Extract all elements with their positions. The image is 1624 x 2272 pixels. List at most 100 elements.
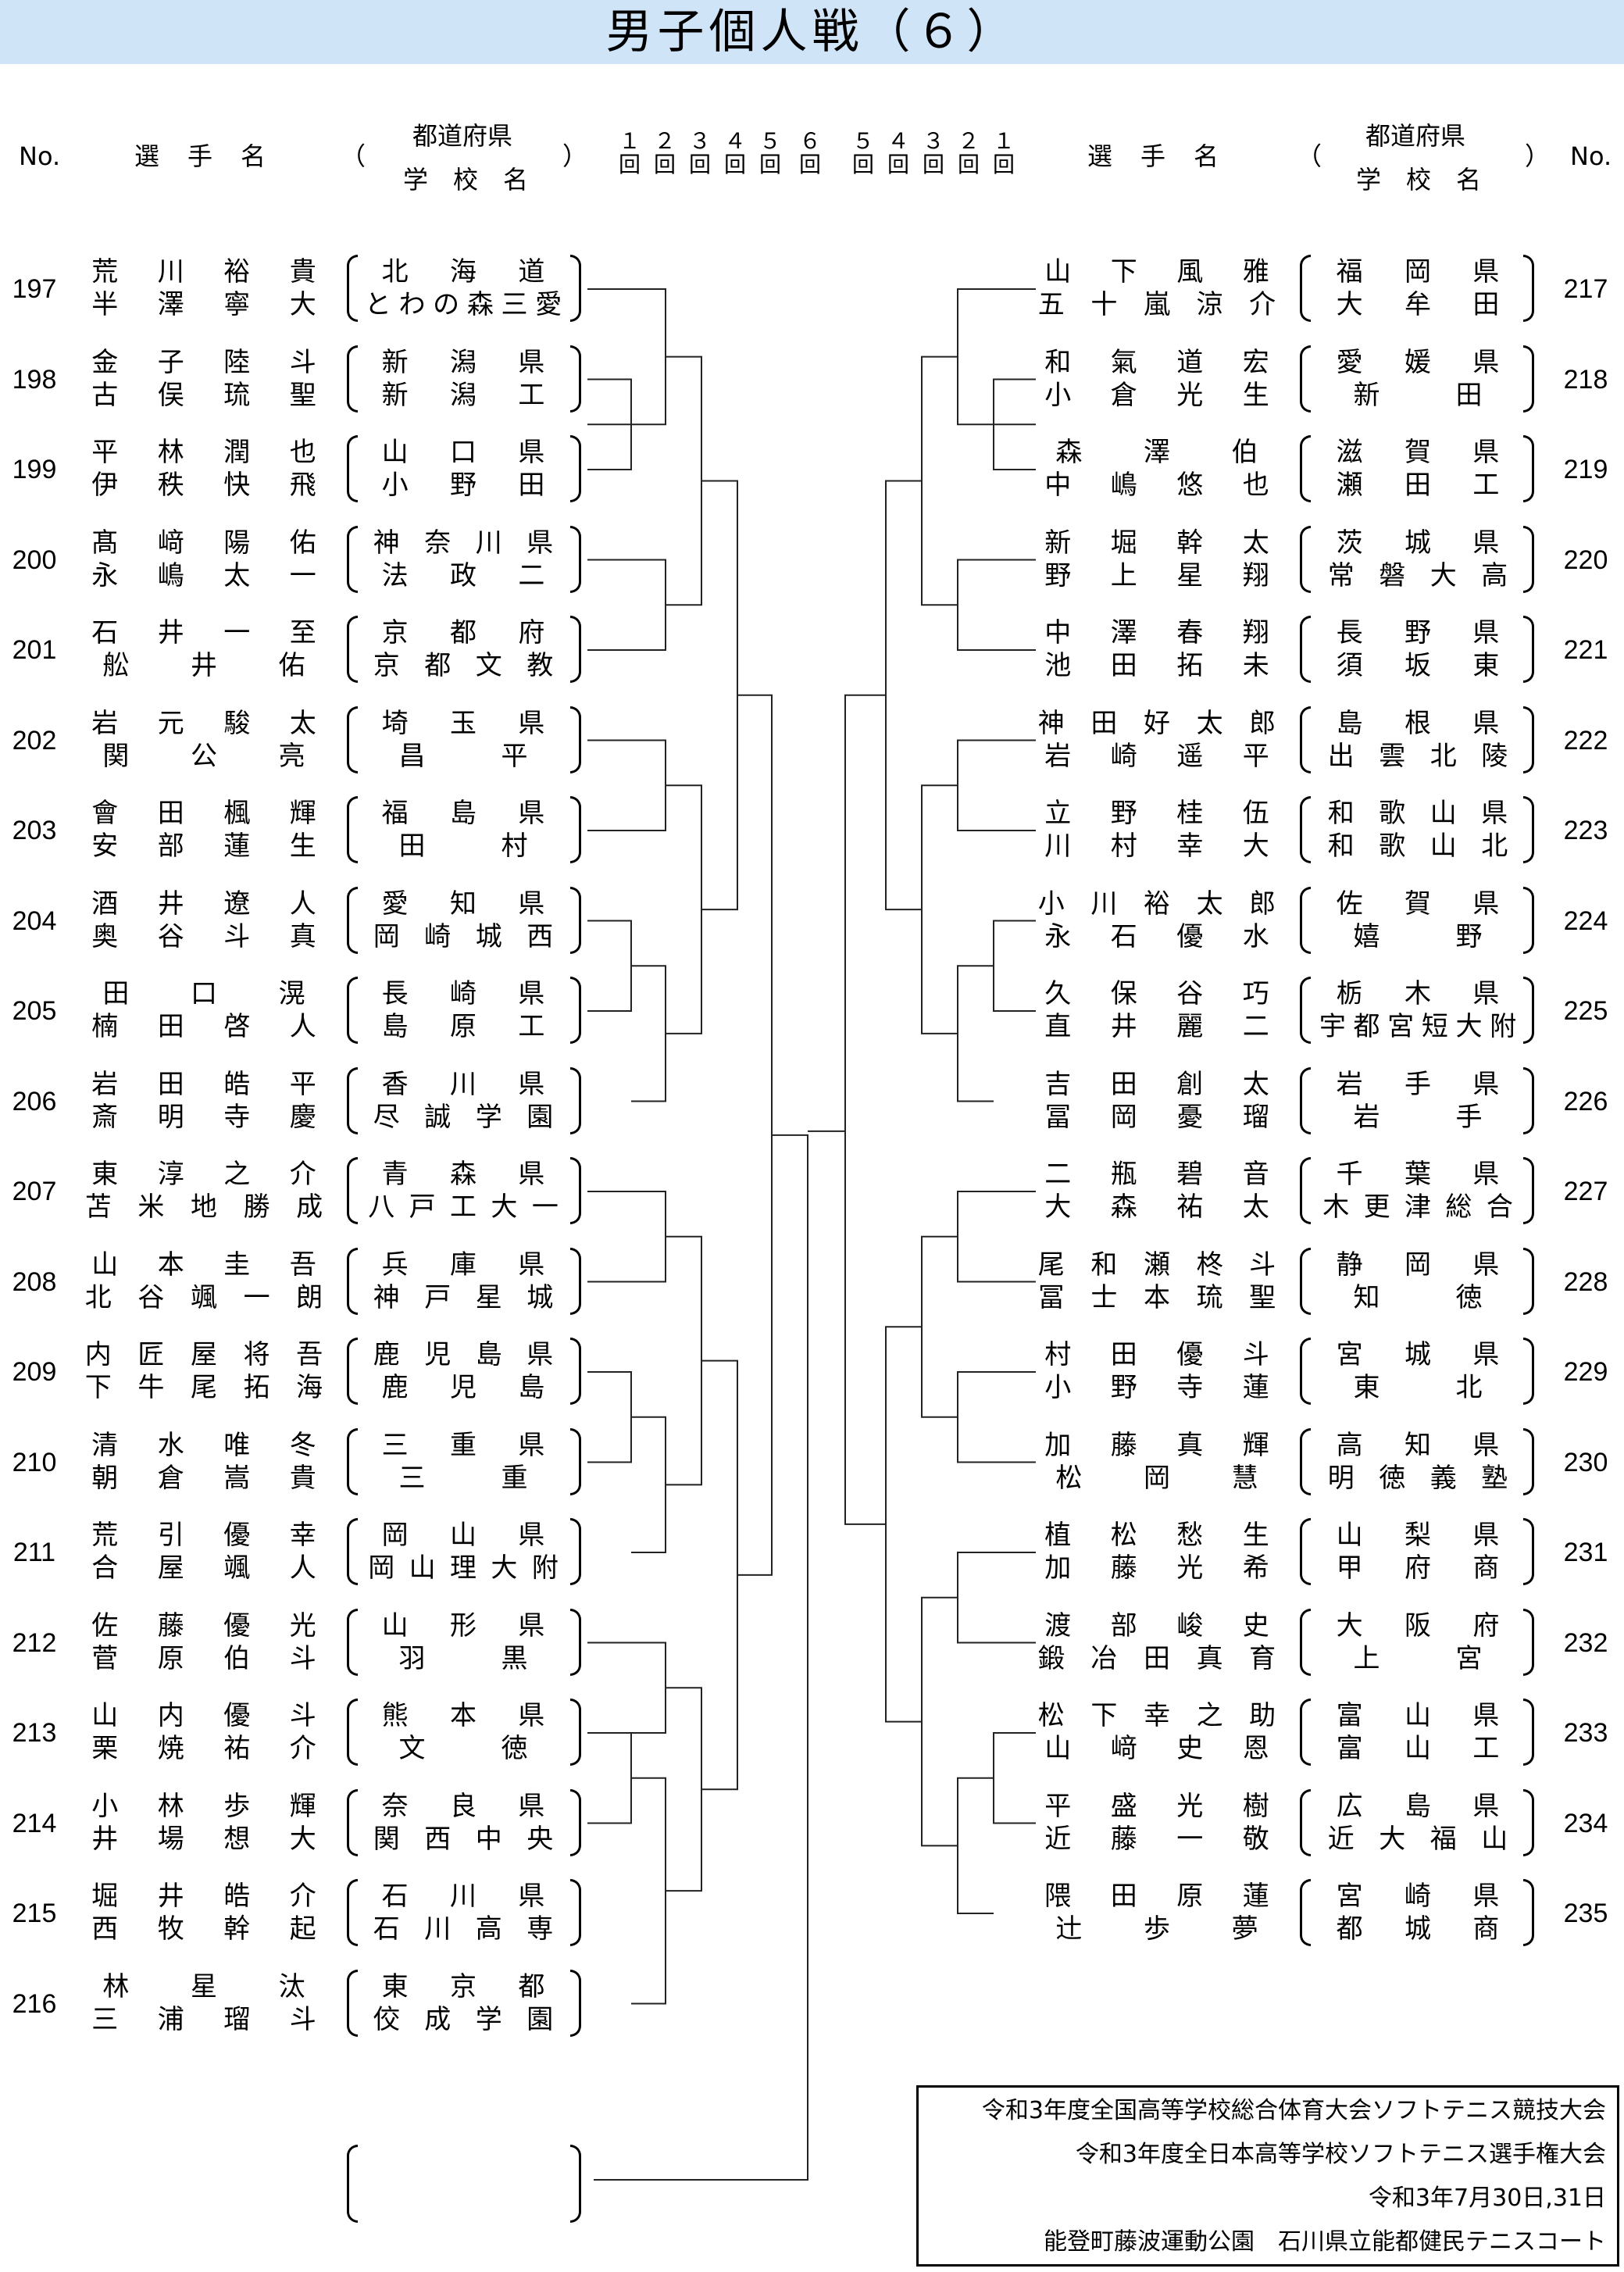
player-name-1: 久保谷巧 xyxy=(1044,978,1269,1009)
prefecture: 大阪府 xyxy=(1336,1609,1500,1641)
school-name: 羽黒 xyxy=(398,1642,528,1674)
entry-number: 225 xyxy=(1563,996,1608,1026)
school-name: 三重 xyxy=(398,1462,528,1494)
bracket-r2-212-213 xyxy=(587,1641,666,1734)
school-left-brace xyxy=(1300,1788,1311,1856)
player-name-1: 森澤伯 xyxy=(1055,437,1258,468)
entry-number: 200 xyxy=(12,545,57,575)
prefecture: 愛媛県 xyxy=(1336,346,1500,378)
bracket-r3-e xyxy=(921,355,958,606)
header-school-right: 学 校 名 xyxy=(1356,165,1482,195)
player-name-1: 中澤春翔 xyxy=(1044,617,1269,648)
school-left-brace xyxy=(1300,1157,1311,1224)
player-name-2: 辻歩夢 xyxy=(1055,1913,1258,1945)
player-name-1: 小川裕太郎 xyxy=(1037,888,1276,920)
header-school-left: 学 校 名 xyxy=(403,165,529,195)
player-name-1: 立野桂伍 xyxy=(1044,798,1269,829)
school-right-brace xyxy=(570,345,581,413)
empty-slot-left-brace xyxy=(347,2145,358,2223)
school-left-brace xyxy=(1300,1066,1311,1134)
entry-number: 209 xyxy=(12,1357,57,1387)
school-left-brace xyxy=(347,1969,358,2037)
round-header-right-3: ３ 回 xyxy=(922,128,944,177)
player-name-2: 奥谷斗真 xyxy=(91,920,316,952)
school-left-brace xyxy=(347,525,358,593)
school-left-brace xyxy=(1300,1338,1311,1405)
prefecture: 長野県 xyxy=(1336,617,1500,648)
bracket-r1-214-215 xyxy=(587,1732,632,1824)
header-no-right: No. xyxy=(1570,141,1612,171)
player-name-1: 金子陸斗 xyxy=(91,346,316,378)
round-header-right-4: ４ 回 xyxy=(887,128,909,177)
school-left-brace xyxy=(1300,1518,1311,1585)
player-name-2: 苫米地勝成 xyxy=(84,1191,323,1223)
round-header-right-2: ２ 回 xyxy=(957,128,980,177)
school-left-brace xyxy=(347,1157,358,1224)
player-name-1: 佐藤優光 xyxy=(91,1609,316,1641)
school-right-brace xyxy=(570,1247,581,1315)
prefecture: 奈良県 xyxy=(381,1790,545,1822)
prefecture: 和歌山県 xyxy=(1327,798,1508,829)
entry-number: 234 xyxy=(1563,1808,1608,1838)
prefecture: 石川県 xyxy=(381,1881,545,1912)
entry-number: 215 xyxy=(12,1899,57,1928)
player-name-1: 東淳之介 xyxy=(91,1159,316,1190)
school-name: 須坂東 xyxy=(1336,650,1500,681)
player-name-2: 小野寺蓮 xyxy=(1044,1372,1269,1403)
bracket-r2-229-230 xyxy=(957,1371,1036,1463)
player-name-1: 神田好太郎 xyxy=(1037,707,1276,739)
school-name: 常磐大高 xyxy=(1327,559,1508,591)
info-line-3: 令和3年7月30日,31日 xyxy=(1368,2184,1606,2212)
school-right-brace xyxy=(570,525,581,593)
school-right-brace xyxy=(570,1066,581,1134)
school-right-brace xyxy=(1523,1066,1534,1134)
player-name-1: 平林潤也 xyxy=(91,437,316,468)
school-left-brace xyxy=(347,255,358,322)
header-paren-close-right: ） xyxy=(1525,141,1551,171)
entry-number: 230 xyxy=(1563,1447,1608,1477)
entry-number: 197 xyxy=(12,274,57,304)
bracket-r1-224-225 xyxy=(993,920,1036,1012)
school-name: 鹿児島 xyxy=(381,1372,545,1403)
entry-number: 223 xyxy=(1563,816,1608,845)
prefecture: 東京都 xyxy=(381,1970,545,2002)
player-name-2: 半澤寧大 xyxy=(91,289,316,320)
player-name-2: 北谷颯一朗 xyxy=(84,1281,323,1313)
prefecture: 長崎県 xyxy=(381,978,545,1009)
school-right-brace xyxy=(1523,1608,1534,1676)
prefecture: 熊本県 xyxy=(381,1700,545,1731)
school-left-brace xyxy=(1300,977,1311,1044)
school-right-brace xyxy=(1523,345,1534,413)
player-name-1: 松下幸之助 xyxy=(1037,1700,1276,1731)
school-name: 新潟工 xyxy=(381,379,545,411)
entry-number: 211 xyxy=(12,1538,56,1567)
entry-number: 227 xyxy=(1563,1177,1608,1206)
school-left-brace xyxy=(1300,796,1311,863)
player-name-2: 中嶋悠也 xyxy=(1044,470,1269,501)
player-name-2: 近藤一敬 xyxy=(1044,1823,1269,1855)
player-name-2: 関公亮 xyxy=(102,740,305,772)
entry-number: 220 xyxy=(1563,545,1608,575)
entry-number: 213 xyxy=(12,1718,57,1748)
prefecture: 山形県 xyxy=(381,1609,545,1641)
school-name: 岩手 xyxy=(1353,1101,1483,1133)
entry-number: 208 xyxy=(12,1266,57,1297)
player-name-2: 加藤光希 xyxy=(1044,1552,1269,1584)
school-left-brace xyxy=(347,1066,358,1134)
player-name-1: 岩田皓平 xyxy=(91,1068,316,1100)
player-name-2: 五十嵐涼介 xyxy=(1037,289,1276,320)
bracket-r2-216 xyxy=(631,1777,666,2005)
player-name-1: 荒引優幸 xyxy=(91,1520,316,1551)
entry-number: 216 xyxy=(12,1988,57,2019)
bracket-r5-right xyxy=(844,694,886,1525)
school-left-brace xyxy=(1300,1427,1311,1495)
prefecture: 山口県 xyxy=(381,437,545,468)
prefecture: 宮城県 xyxy=(1336,1339,1500,1370)
bracket-r2-202-203 xyxy=(587,739,666,831)
school-name: 東北 xyxy=(1353,1372,1483,1403)
school-left-brace xyxy=(1300,1247,1311,1315)
school-left-brace xyxy=(1300,345,1311,413)
player-name-1: 二瓶碧音 xyxy=(1044,1159,1269,1190)
school-left-brace xyxy=(1300,616,1311,683)
